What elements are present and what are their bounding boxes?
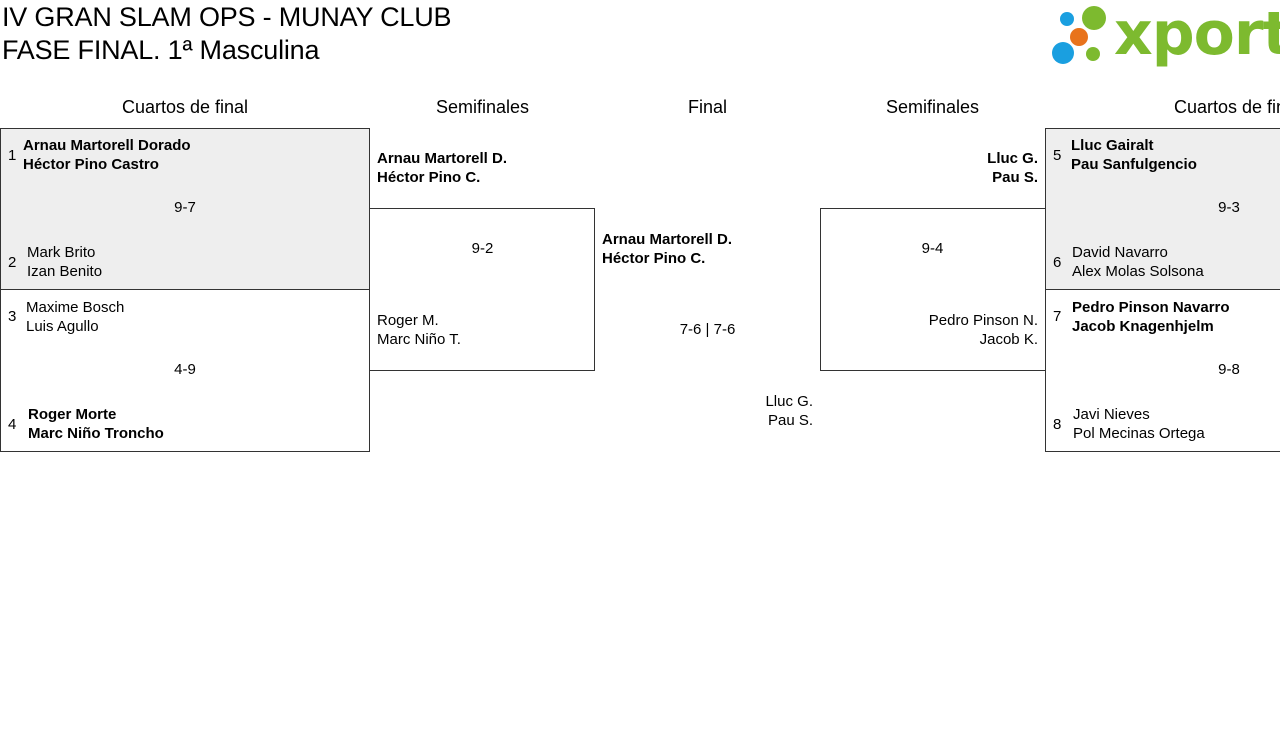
- team-player-2: Pol Mecinas Ortega: [1073, 425, 1205, 442]
- xporty-logo: xporty: [1052, 0, 1280, 69]
- team-player-1: Lluc Gairalt: [1071, 137, 1154, 154]
- title-line-1: IV GRAN SLAM OPS - MUNAY CLUB: [2, 2, 452, 32]
- team-player-2: Alex Molas Solsona: [1072, 263, 1204, 280]
- team-player-2: Pau S.: [992, 169, 1038, 186]
- match-score: 9-3: [1218, 199, 1240, 216]
- team-player-1: Javi Nieves: [1073, 406, 1150, 423]
- team-player-1: Lluc G.: [987, 150, 1038, 167]
- logo-dot-icon: [1086, 47, 1100, 61]
- logo-dot-icon: [1052, 42, 1074, 64]
- team-player-1: Roger M.: [377, 312, 439, 329]
- title-line-2: FASE FINAL. 1ª Masculina: [2, 35, 320, 65]
- team-player-1: Pedro Pinson Navarro: [1072, 299, 1230, 316]
- final-score: 7-6 | 7-6: [679, 321, 736, 338]
- round-header-qf-right: Cuartos de fin: [1173, 97, 1280, 117]
- logo-dot-icon: [1060, 12, 1074, 26]
- logo-text: xporty: [1114, 0, 1280, 69]
- team-player-2: Héctor Pino Castro: [23, 156, 159, 173]
- match-score: 9-7: [174, 199, 196, 216]
- seed-number: 7: [1053, 308, 1062, 325]
- match-score: 9-2: [471, 240, 494, 257]
- team-player-2: Luis Agullo: [26, 318, 99, 335]
- team-player-1: Mark Brito: [27, 244, 96, 261]
- team-player-1: Roger Morte: [28, 406, 117, 423]
- match-score: 9-4: [921, 240, 944, 257]
- team-player-1: Lluc G.: [765, 393, 813, 410]
- round-header-final: Final: [687, 97, 727, 117]
- team-player-2: Izan Benito: [27, 263, 103, 280]
- team-player-1: Arnau Martorell Dorado: [23, 137, 191, 154]
- seed-number: 2: [8, 254, 17, 271]
- team-player-2: Marc Niño T.: [377, 331, 461, 348]
- match-qf-1[interactable]: [0, 128, 370, 290]
- seed-number: 4: [8, 416, 17, 433]
- team-player-2: Marc Niño Troncho: [28, 425, 164, 442]
- match-sf-left[interactable]: [369, 208, 595, 371]
- team-player-2: Pau S.: [767, 412, 813, 429]
- team-player-1: David Navarro: [1072, 244, 1168, 261]
- team-player-2: Héctor Pino C.: [377, 169, 481, 186]
- team-player-1: Arnau Martorell D.: [377, 150, 508, 167]
- match-score: 9-8: [1218, 361, 1240, 378]
- seed-number: 8: [1053, 416, 1062, 433]
- seed-number: 5: [1053, 147, 1062, 164]
- team-player-2: Pau Sanfulgencio: [1071, 156, 1197, 173]
- team-player-1: Pedro Pinson N.: [928, 312, 1038, 329]
- seed-number: 3: [8, 308, 17, 325]
- team-player-2: Jacob Knagenhjelm: [1072, 318, 1214, 335]
- team-player-2: Héctor Pino C.: [602, 250, 706, 267]
- round-header-qf-left: Cuartos de final: [121, 97, 249, 117]
- logo-dot-icon: [1070, 28, 1088, 46]
- team-player-1: Arnau Martorell D.: [602, 231, 733, 248]
- match-qf-3[interactable]: [1045, 128, 1280, 290]
- team-player-1: Maxime Bosch: [26, 299, 125, 316]
- seed-number: 1: [8, 147, 17, 164]
- round-header-sf-right: Semifinales: [885, 97, 980, 117]
- team-player-2: Jacob K.: [979, 331, 1038, 348]
- logo-dot-icon: [1082, 6, 1106, 30]
- seed-number: 6: [1053, 254, 1062, 271]
- match-score: 4-9: [174, 361, 196, 378]
- round-header-sf-left: Semifinales: [435, 97, 530, 117]
- match-qf-4[interactable]: [1045, 289, 1280, 452]
- page-title: IV GRAN SLAM OPS - MUNAY CLUB FASE FINAL…: [2, 1, 452, 67]
